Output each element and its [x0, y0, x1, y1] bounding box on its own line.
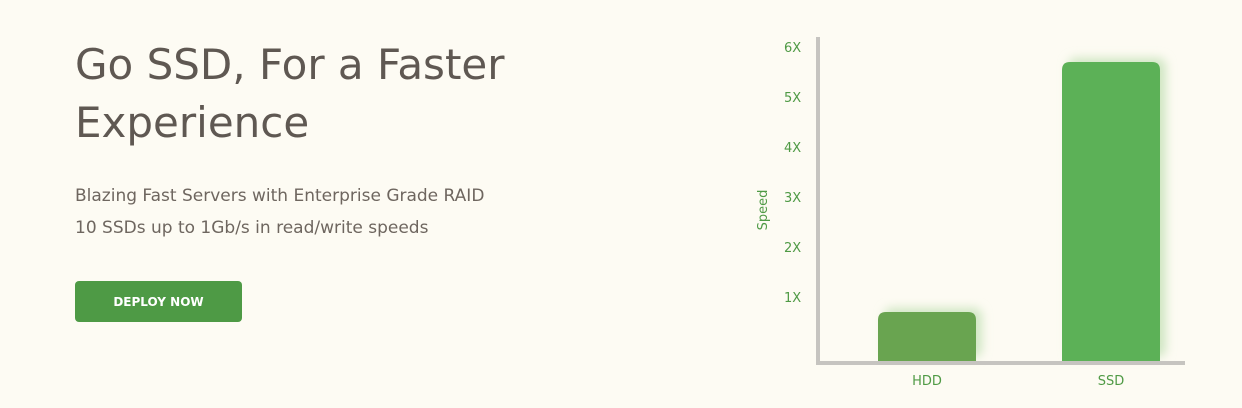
bar-ssd [1062, 62, 1160, 361]
y-tick-label: 2X [784, 241, 801, 256]
x-axis [816, 361, 1185, 365]
title-line-1: Go SSD, For a Faster [75, 40, 505, 89]
y-tick-label: 6X [784, 41, 801, 56]
y-tick-label: 4X [784, 141, 801, 156]
y-axis-label: Speed [756, 190, 771, 231]
y-axis [816, 37, 820, 365]
y-tick-label: 3X [784, 191, 801, 206]
subtitle-line-2: 10 SSDs up to 1Gb/s in read/write speeds [75, 218, 429, 238]
x-tick-label: SSD [1098, 374, 1125, 389]
bar-hdd [878, 312, 976, 361]
subtitle: Blazing Fast Servers with Enterprise Gra… [75, 180, 484, 244]
y-tick-label: 5X [784, 91, 801, 106]
deploy-now-button[interactable]: DEPLOY NOW [75, 281, 242, 322]
x-tick-label: HDD [912, 374, 942, 389]
title-line-2: Experience [75, 98, 310, 147]
subtitle-line-1: Blazing Fast Servers with Enterprise Gra… [75, 186, 485, 206]
y-tick-label: 1X [784, 291, 801, 306]
